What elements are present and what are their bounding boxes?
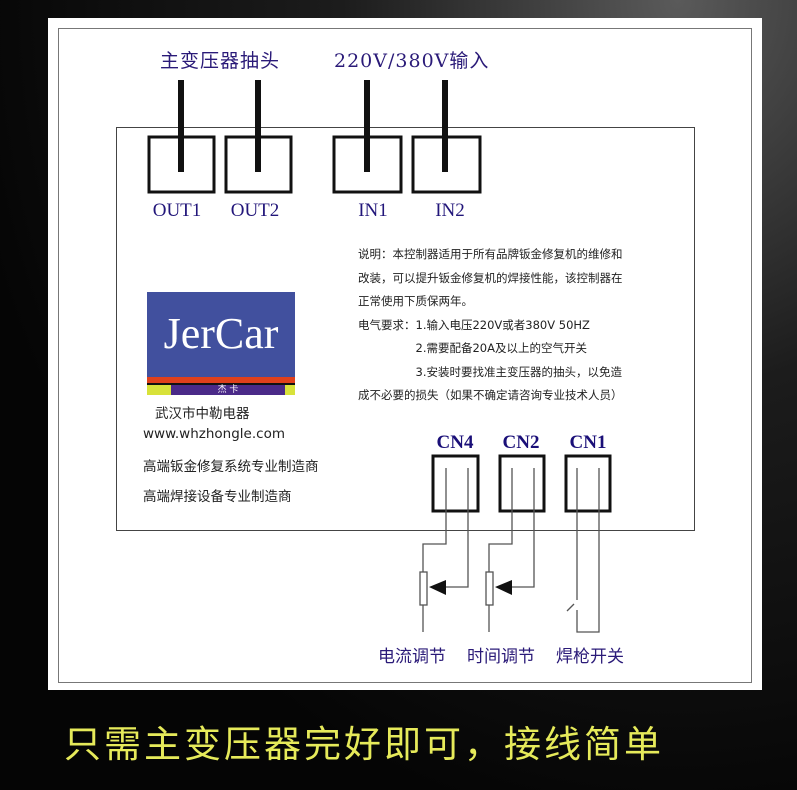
description-block: 说明：本控制器适用于所有品牌钣金修复机的维修和 改装，可以提升钣金修复机的焊接性… — [358, 243, 623, 408]
current-potentiometer — [419, 571, 428, 606]
controller-outline — [116, 127, 695, 531]
connector-label-cn1: CN1 — [569, 432, 607, 453]
transformer-tap-label: 主变压器抽头 — [160, 50, 281, 72]
trigger-switch — [566, 603, 575, 612]
logo-brand: JerCar — [163, 309, 279, 358]
company-tagline-1: 高端钣金修复系统专业制造商 — [143, 459, 319, 475]
power-input-label: 220V/380V输入 — [334, 50, 490, 72]
connector-cn2 — [498, 454, 546, 513]
cn4-wire-a — [422, 468, 447, 572]
connector-label-cn4: CN4 — [436, 432, 474, 453]
cn2-wire-a — [488, 468, 513, 572]
current-adjust-label: 电流调节 — [378, 647, 446, 667]
description-line: 成不必要的损失（如果不确定请咨询专业技术人员） — [358, 388, 623, 402]
cn4-wire-b — [446, 468, 469, 588]
jercar-logo: JerCar 杰 卡 — [147, 292, 295, 395]
connector-label-cn2: CN2 — [502, 432, 540, 453]
company-name: 武汉市中勒电器 — [155, 406, 250, 422]
description-line: 3.安装时要找准主变压器的抽头，以免造 — [358, 364, 622, 379]
description-line: 2.需要配备20A及以上的空气开关 — [358, 341, 587, 355]
trigger-switch-label: 焊枪开关 — [556, 647, 624, 667]
description-line: 正常使用下质保两年。 — [358, 294, 473, 308]
time-potentiometer — [485, 571, 494, 606]
terminal-label-in2: IN2 — [435, 200, 465, 221]
cn1-wire-b — [576, 468, 600, 633]
current-wiper-arrow — [429, 580, 446, 595]
logo-subtext: 杰 卡 — [171, 385, 285, 395]
connector-cn4 — [431, 454, 480, 513]
company-tagline-2: 高端焊接设备专业制造商 — [143, 489, 292, 505]
caption: 只需主变压器完好即可，接线简单 — [64, 723, 664, 766]
time-wiper-arrow — [495, 580, 512, 595]
time-adjust-label: 时间调节 — [467, 647, 535, 667]
company-website: www.whzhongle.com — [143, 426, 285, 442]
cn2-wire-b — [512, 468, 535, 588]
description-line: 电气要求：1.输入电压220V或者380V 50HZ — [358, 317, 590, 332]
terminal-label-out2: OUT2 — [230, 200, 280, 221]
connector-cn1 — [564, 454, 612, 513]
description-line: 改装，可以提升钣金修复机的焊接性能，该控制器在 — [358, 270, 623, 285]
terminal-label-in1: IN1 — [358, 200, 388, 221]
terminal-label-out1: OUT1 — [152, 200, 202, 221]
description-line: 说明：本控制器适用于所有品牌钣金修复机的维修和 — [358, 247, 623, 261]
outer-frame — [58, 28, 752, 683]
